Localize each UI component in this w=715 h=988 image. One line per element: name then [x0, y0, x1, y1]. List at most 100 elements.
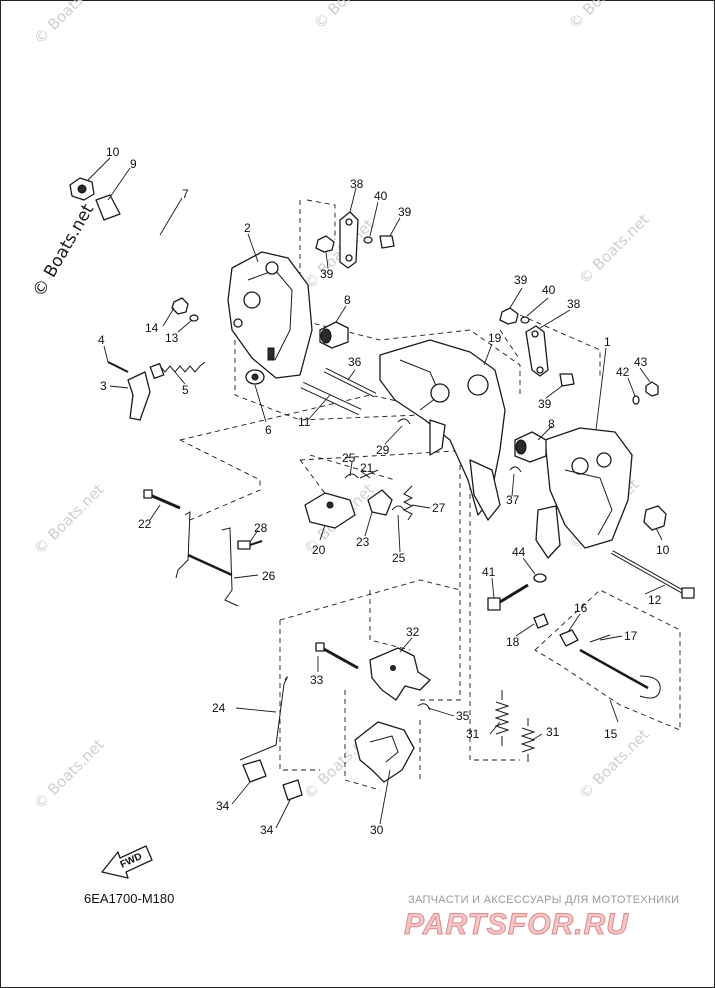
callout-12: 12 — [648, 593, 662, 607]
callout-39: 39 — [514, 273, 528, 287]
plate-9 — [95, 194, 121, 221]
clips-25-21-29-37 — [344, 418, 522, 511]
rods-36-11 — [300, 367, 377, 416]
callout-34: 34 — [216, 799, 230, 813]
callout-labels: 10 9 7 2 38 40 39 39 8 14 13 4 3 5 6 11 … — [98, 145, 670, 837]
callout-38: 38 — [567, 297, 581, 311]
bolt-41 — [487, 573, 547, 611]
callout-11: 11 — [298, 415, 311, 429]
callout-24: 24 — [212, 701, 226, 715]
callout-16: 16 — [574, 601, 588, 615]
callout-6: 6 — [265, 423, 272, 437]
callout-25: 25 — [392, 551, 406, 565]
callout-35: 35 — [456, 709, 470, 723]
rod-24 — [239, 676, 288, 761]
callout-26: 26 — [262, 569, 276, 583]
watermark: © Boats.net — [30, 480, 108, 558]
callout-25: 25 — [342, 451, 356, 465]
bolt-22 — [143, 489, 181, 510]
brand-watermark: ЗАПЧАСТИ И АКСЕССУАРЫ ДЛЯ МОТОТЕХНИКИ PA… — [404, 894, 680, 942]
springs-31 — [494, 690, 536, 762]
lever-23 — [367, 489, 393, 516]
watermark: © Boats.net — [30, 735, 108, 813]
watermark: © Boats.net — [310, 0, 388, 33]
callout-40: 40 — [542, 283, 556, 297]
nut-14-washer-13 — [171, 297, 199, 322]
callout-2: 2 — [244, 221, 251, 235]
bracket-30 — [354, 721, 415, 783]
hex-nut-10b — [643, 505, 667, 531]
block-20 — [304, 492, 356, 529]
callout-20: 20 — [312, 543, 326, 557]
callout-36: 36 — [348, 355, 362, 369]
clamp-bracket-1 — [535, 427, 667, 559]
callout-31: 31 — [546, 725, 560, 739]
stopper-18 — [533, 613, 549, 629]
lever-assembly-3-4-5 — [107, 361, 206, 421]
callout-43: 43 — [634, 355, 648, 369]
callout-28: 28 — [254, 521, 268, 535]
callout-4: 4 — [98, 333, 105, 347]
callout-30: 30 — [370, 823, 384, 837]
lever-26 — [175, 511, 239, 607]
callout-39: 39 — [320, 267, 334, 281]
callout-10: 10 — [106, 145, 120, 159]
callout-34: 34 — [260, 823, 274, 837]
watermark: © Boats.net — [30, 0, 108, 48]
callout-9: 9 — [130, 157, 137, 171]
callout-42: 42 — [616, 365, 630, 379]
callout-15: 15 — [604, 727, 618, 741]
watermark: © Boats.net — [300, 215, 378, 293]
link-38-lower — [499, 307, 575, 387]
callout-8: 8 — [344, 293, 351, 307]
callout-17: 17 — [624, 629, 638, 643]
bolt-28 — [237, 540, 263, 550]
callout-21: 21 — [360, 461, 374, 475]
callout-39: 39 — [398, 205, 412, 219]
watermark: © Boats.net — [565, 0, 643, 33]
callout-37: 37 — [506, 493, 520, 507]
callout-44: 44 — [512, 545, 526, 559]
spring-27 — [402, 485, 414, 521]
swivel-bracket-19 — [379, 339, 506, 521]
brand-tagline: ЗАПЧАСТИ И АКСЕССУАРЫ ДЛЯ МОТОТЕХНИКИ — [408, 894, 679, 906]
callout-13: 13 — [165, 331, 179, 345]
drawing-code: 6EA1700-M180 — [84, 891, 174, 906]
callout-22: 22 — [138, 517, 152, 531]
callout-3: 3 — [100, 379, 107, 393]
callout-18: 18 — [506, 635, 520, 649]
callout-29: 29 — [376, 443, 390, 457]
plate-32 — [369, 647, 431, 701]
bolt-33 — [315, 642, 359, 670]
clamp-bracket-2 — [227, 251, 313, 379]
callout-10: 10 — [656, 543, 670, 557]
callout-23: 23 — [356, 535, 370, 549]
callout-5: 5 — [182, 383, 189, 397]
callout-41: 41 — [482, 565, 496, 579]
callout-32: 32 — [406, 625, 420, 639]
link-38-upper — [315, 211, 395, 269]
callout-40: 40 — [374, 189, 388, 203]
callout-7: 7 — [182, 187, 189, 201]
pin-assembly-15-16-17 — [559, 629, 661, 699]
callout-27: 27 — [432, 501, 446, 515]
callout-31: 31 — [466, 727, 480, 741]
callout-39: 39 — [538, 397, 552, 411]
bolt-12 — [611, 550, 695, 599]
callout-38: 38 — [350, 177, 364, 191]
brand-name: PARTSFOR.RU — [404, 908, 629, 941]
collars-34 — [242, 759, 303, 801]
watermark-prominent: © Boats.net — [29, 200, 98, 300]
leader-lines — [87, 157, 666, 829]
shaft-7 — [69, 177, 224, 273]
nut-43-washer-42 — [632, 381, 659, 405]
callout-1: 1 — [604, 335, 611, 349]
washer-6 — [245, 369, 265, 385]
forward-direction-arrow: FWD — [101, 845, 153, 879]
callout-14: 14 — [145, 321, 159, 335]
callout-19: 19 — [488, 331, 502, 345]
callout-33: 33 — [310, 673, 324, 687]
callout-8: 8 — [548, 417, 555, 431]
clip-35 — [417, 703, 431, 711]
